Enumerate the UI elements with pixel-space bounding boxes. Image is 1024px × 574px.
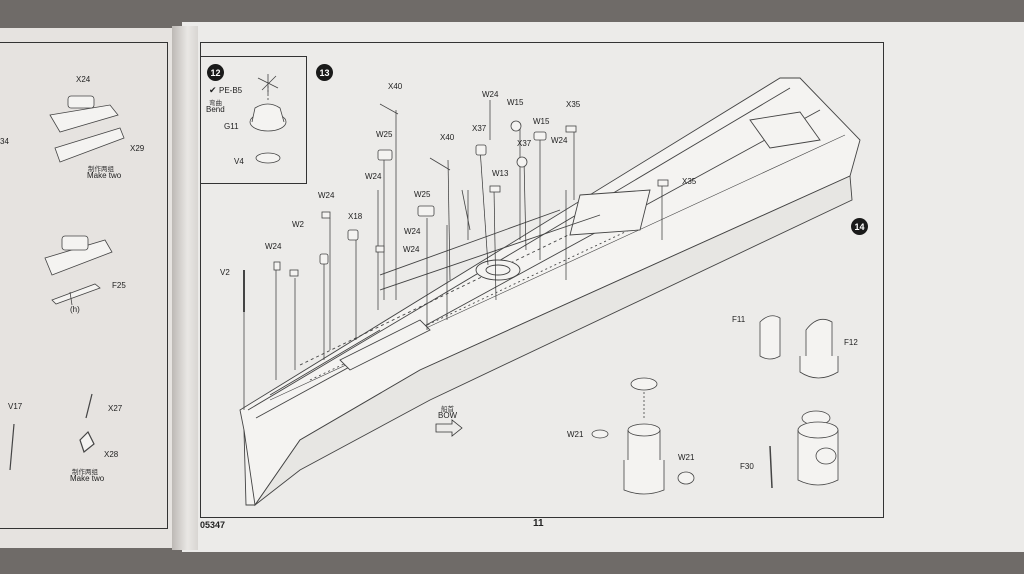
part-label-w24-d: W24 <box>318 191 335 200</box>
part-label-w15-a: W15 <box>507 98 524 107</box>
step12-check-icon: ✔ <box>209 85 217 95</box>
part-label-v4: V4 <box>234 157 244 166</box>
part-label-f30: F30 <box>740 462 754 471</box>
step-13-badge: 13 <box>316 64 333 81</box>
step12-box <box>200 56 307 184</box>
part-label-x18: X18 <box>348 212 363 221</box>
part-label-x24: X24 <box>76 75 91 84</box>
step-12-badge: 12 <box>207 64 224 81</box>
part-label-x40-a: X40 <box>388 82 403 91</box>
book-spine <box>172 26 198 550</box>
searchlight-g11-drawing <box>249 74 287 164</box>
part-label-x35-a: X35 <box>566 100 581 109</box>
instruction-make-two-cn-2: 制作两组 <box>72 469 98 476</box>
part-label-x29: X29 <box>130 144 145 153</box>
part-label-v2: V2 <box>220 268 230 277</box>
page-number: 11 <box>533 518 544 529</box>
part-label-x28: X28 <box>104 450 119 459</box>
part-label-w2: W2 <box>292 220 304 229</box>
small-parts <box>243 103 669 312</box>
part-label-partial-34: 34 <box>0 137 9 146</box>
part-label-w24-g: W24 <box>403 245 420 254</box>
boat-f25-drawing <box>44 235 113 306</box>
part-label-x35-b: X35 <box>682 177 697 186</box>
ship-hull-drawing <box>239 77 861 507</box>
part-label-w24-f: W24 <box>265 242 282 251</box>
part-label-h: (h) <box>70 305 80 314</box>
bow-arrow <box>435 419 463 437</box>
part-label-f12: F12 <box>844 338 858 347</box>
leader-lines <box>243 100 663 410</box>
part-label-g11: G11 <box>224 122 239 131</box>
bend-label-cn: 弯曲 <box>209 100 222 107</box>
part-label-x37-a: X37 <box>472 124 487 133</box>
bow-label: BOW <box>438 411 458 420</box>
part-label-w24-c: W24 <box>365 172 382 181</box>
instruction-make-two-2: Make two <box>70 474 105 483</box>
instruction-make-two-cn: 制作两组 <box>88 166 114 173</box>
step-14-badge: 14 <box>851 218 868 235</box>
part-label-w24-e: W24 <box>404 227 421 236</box>
part-label-x37-b: X37 <box>517 139 532 148</box>
bend-label: Bend <box>206 105 225 114</box>
davit-x27-drawing <box>9 393 95 471</box>
part-label-w15-b: W15 <box>533 117 550 126</box>
part-label-w21-b: W21 <box>678 453 695 462</box>
part-label-v17: V17 <box>8 402 23 411</box>
part-label-w13: W13 <box>492 169 509 178</box>
funnel-w21-drawing <box>591 377 695 495</box>
part-label-w24-b: W24 <box>551 136 568 145</box>
left-page-frame <box>0 42 168 529</box>
funnel-f11-f12-drawing <box>759 315 839 379</box>
part-label-f25: F25 <box>112 281 126 290</box>
part-label-w24-a: W24 <box>482 90 499 99</box>
right-page-frame <box>200 42 884 518</box>
part-label-w25-b: W25 <box>414 190 431 199</box>
kit-code: 05347 <box>200 520 226 530</box>
part-label-x27: X27 <box>108 404 123 413</box>
part-label-f11: F11 <box>732 315 746 324</box>
instruction-make-two: Make two <box>87 171 122 180</box>
part-label-w25-a: W25 <box>376 130 393 139</box>
part-label-x40-b: X40 <box>440 133 455 142</box>
boat-x24-drawing <box>49 95 125 163</box>
part-label-pe-b5: PE-B5 <box>219 86 243 95</box>
funnel-f30-drawing <box>769 410 839 489</box>
part-label-w21-a: W21 <box>567 430 584 439</box>
bow-label-cn: 船首 <box>441 406 454 413</box>
